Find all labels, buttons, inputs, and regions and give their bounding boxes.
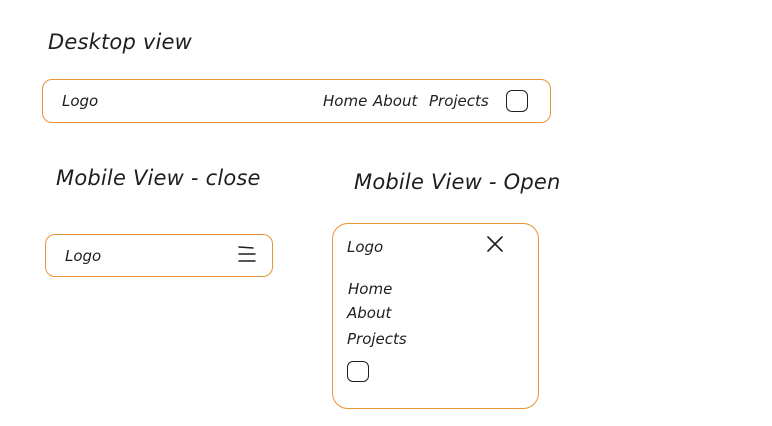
mobile-open-heading: Mobile View - Open: [354, 170, 561, 194]
desktop-view-heading: Desktop view: [48, 30, 193, 54]
mobile-nav-projects[interactable]: Projects: [347, 330, 407, 348]
mobile-close-navbar: [45, 234, 273, 277]
desktop-navbar: [42, 79, 551, 123]
mobile-open-menu: [332, 223, 539, 409]
mobile-open-logo[interactable]: Logo: [347, 238, 384, 256]
close-icon[interactable]: [487, 236, 503, 252]
desktop-nav-home[interactable]: Home: [323, 92, 368, 110]
desktop-nav-projects[interactable]: Projects: [429, 92, 489, 110]
mobile-close-logo[interactable]: Logo: [65, 247, 102, 265]
desktop-nav-about[interactable]: About: [373, 92, 418, 110]
mobile-close-heading: Mobile View - close: [56, 166, 261, 190]
desktop-logo[interactable]: Logo: [62, 92, 99, 110]
square-icon[interactable]: [506, 90, 528, 112]
mobile-nav-about[interactable]: About: [347, 304, 392, 322]
hamburger-icon[interactable]: [238, 245, 256, 263]
mobile-nav-home[interactable]: Home: [348, 280, 393, 298]
square-icon[interactable]: [347, 361, 369, 382]
